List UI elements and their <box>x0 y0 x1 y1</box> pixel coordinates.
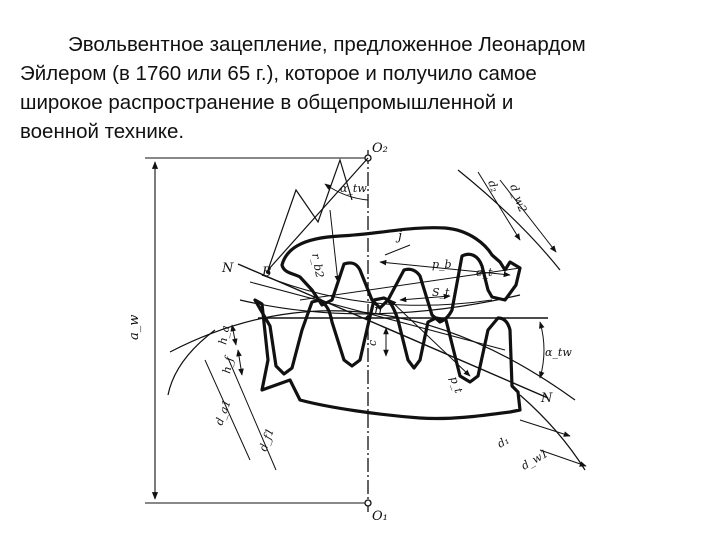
label-n-left: N <box>221 261 234 276</box>
d1-arrow <box>519 419 571 437</box>
rb2-arrow <box>329 209 341 283</box>
label-rb2: r_b2 <box>309 252 326 279</box>
angle-alpha-right <box>539 321 545 379</box>
pitch-circle-d1 <box>169 310 576 401</box>
radius-rb2 <box>267 157 369 271</box>
label-d1: d₁ <box>495 434 511 451</box>
angle-alpha-top <box>324 183 369 201</box>
label-dw2: d_w2 <box>507 183 529 215</box>
label-alpha-right: α_tw <box>545 346 572 359</box>
caption-line-3: широкое распространение в общепромышленн… <box>20 91 514 114</box>
label-b: B <box>261 265 272 280</box>
label-o1: O₁ <box>372 509 388 524</box>
pole-point <box>365 315 371 321</box>
gear-2-body <box>280 226 522 324</box>
label-df1: d_f1 <box>257 426 277 453</box>
j-dim <box>384 244 411 256</box>
label-aw: a_w <box>127 315 142 340</box>
caption-line-2: Эйлером (в 1760 или 65 г.), которое и по… <box>20 62 537 85</box>
label-d2: d₂ <box>485 179 501 194</box>
label-st: S_t <box>432 286 450 299</box>
arc-dw1 <box>167 329 216 396</box>
label-n-right: N <box>540 391 553 406</box>
line-of-action <box>237 263 549 399</box>
point-b <box>266 270 270 274</box>
dw2-arrow <box>499 179 557 253</box>
caption-text: Эвольвентное зацепление, предложенное Ле… <box>20 30 710 146</box>
hf-dim <box>236 349 244 376</box>
d2-arrow <box>477 171 521 241</box>
label-pole: п <box>374 303 382 318</box>
df1-line <box>227 357 277 471</box>
label-c: c <box>366 340 379 346</box>
st-dim <box>399 293 451 303</box>
label-pb: p_b <box>432 258 452 271</box>
label-et: e_t <box>476 266 493 279</box>
arc-dw2 <box>457 169 561 271</box>
pitch-circle-d2 <box>239 294 521 315</box>
label-ha: h_a <box>216 324 232 345</box>
label-pt: p_t <box>447 375 465 396</box>
da1-line <box>204 359 251 461</box>
pb-dim <box>379 259 511 278</box>
center-o1-point <box>364 499 372 507</box>
label-dw1: d_w1 <box>519 447 551 473</box>
dw1-arrow <box>539 449 587 467</box>
label-alpha-top: α_tw <box>340 182 367 195</box>
label-hf: h_f <box>220 354 236 375</box>
label-j: j <box>395 229 402 244</box>
pt-dim <box>389 299 471 377</box>
caption-line-4: военной технике. <box>20 120 185 143</box>
caption-line-1: Эвольвентное зацепление, предложенное Ле… <box>68 33 586 56</box>
break-line <box>267 158 353 271</box>
label-da1: d_a1 <box>213 398 234 427</box>
label-o2: O₂ <box>372 141 388 156</box>
ha-dim <box>230 324 238 346</box>
